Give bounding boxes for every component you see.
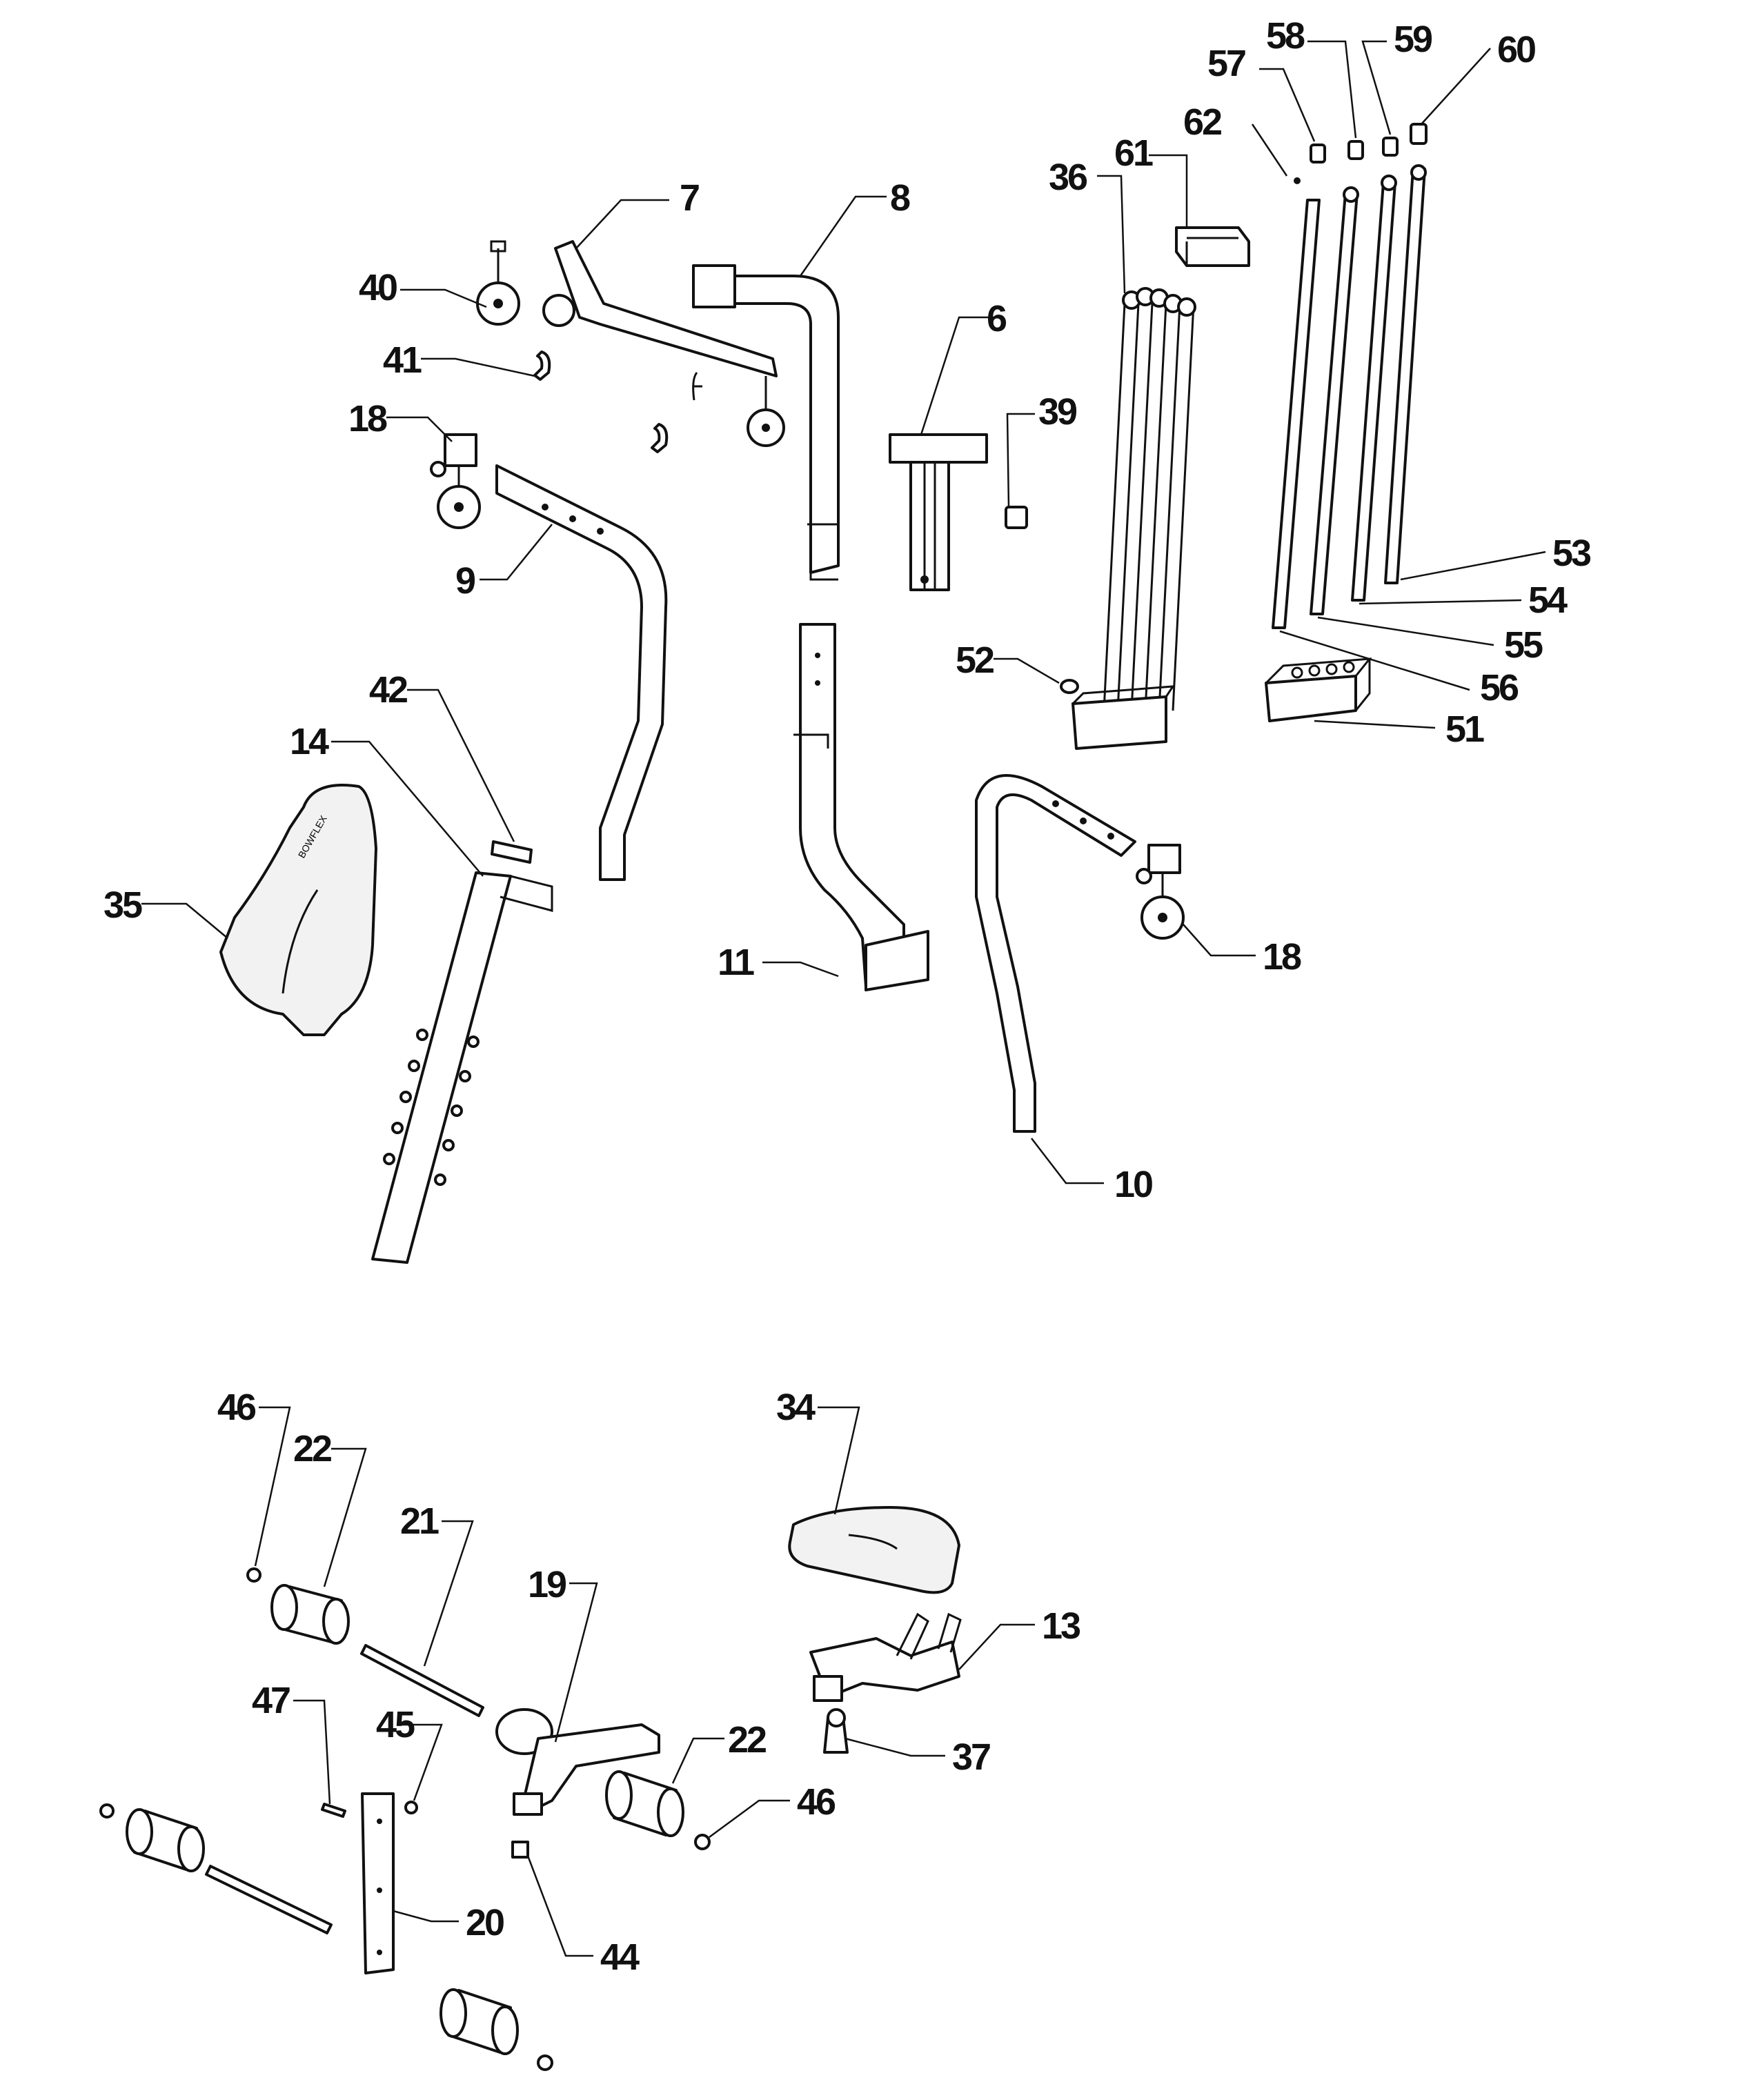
part-40-pulley [476, 240, 520, 326]
part-44-square-nut [511, 1841, 529, 1859]
callout-45: 45 [376, 1704, 415, 1745]
callout-35: 35 [103, 884, 142, 926]
lower-left-roller [99, 1803, 333, 1934]
part-58-fitting [1347, 140, 1364, 160]
part-8-upright [692, 264, 840, 581]
part-6-t-bracket [889, 433, 988, 591]
callout-55: 55 [1504, 624, 1543, 666]
callout-52: 52 [956, 640, 994, 681]
callout-62: 62 [1183, 101, 1221, 143]
callout-60: 60 [1497, 29, 1535, 70]
callout-21: 21 [400, 1500, 439, 1542]
callout-34: 34 [776, 1387, 816, 1428]
callout-9: 9 [455, 560, 475, 602]
callout-22-lower: 22 [728, 1719, 766, 1761]
part-14-ladder-post [371, 871, 553, 1264]
part-53-rod [1384, 164, 1427, 584]
callout-6: 6 [987, 298, 1007, 339]
callout-11: 11 [718, 942, 754, 983]
part-13-seat-bracket [809, 1612, 962, 1702]
part-61-sleeve [1175, 226, 1250, 267]
callout-42: 42 [369, 669, 407, 711]
callout-51: 51 [1445, 709, 1484, 750]
callout-40: 40 [359, 267, 397, 308]
callout-7: 7 [680, 177, 699, 219]
lower-roller [440, 1988, 553, 2071]
callout-8: 8 [890, 177, 910, 219]
callout-14: 14 [290, 721, 329, 762]
part-7-top-arm [542, 240, 785, 447]
part-34-seat [788, 1506, 960, 1594]
part-46-cap-lower [694, 1834, 711, 1850]
part-55-rod [1310, 186, 1359, 615]
part-39-cap [1005, 506, 1028, 529]
callout-58: 58 [1266, 15, 1305, 57]
callout-54: 54 [1528, 580, 1568, 621]
part-41-hook [533, 350, 669, 453]
callout-47: 47 [252, 1680, 290, 1721]
callout-59: 59 [1394, 19, 1432, 60]
callout-61: 61 [1114, 132, 1153, 174]
callout-19: 19 [528, 1564, 566, 1605]
part-60-fitting [1410, 123, 1428, 145]
callout-labels: 7 8 6 36 61 62 57 58 59 60 40 41 18 39 9… [103, 15, 1593, 1978]
part-62-pin [1294, 177, 1301, 184]
part-54-rod [1351, 175, 1397, 602]
callout-56: 56 [1480, 667, 1519, 709]
part-21-rod [360, 1644, 484, 1717]
part-18-pulley-upper [430, 433, 481, 529]
callout-36: 36 [1049, 157, 1087, 198]
part-36-rod-bundle [1071, 287, 1196, 750]
callout-10: 10 [1114, 1164, 1152, 1205]
part-46-cap-upper [246, 1567, 261, 1583]
part-45-nut [404, 1801, 418, 1814]
callout-53: 53 [1552, 533, 1591, 574]
part-19-leg-lever [495, 1708, 660, 1816]
callout-46-lower: 46 [797, 1781, 836, 1823]
part-52-cap [1060, 679, 1079, 694]
part-57-fitting [1310, 143, 1326, 164]
part-37-knob [823, 1708, 849, 1754]
callout-13: 13 [1042, 1605, 1080, 1647]
part-10-curved-leg [975, 774, 1136, 1133]
callout-18-lower: 18 [1263, 936, 1301, 978]
callout-39: 39 [1038, 391, 1077, 433]
part-20-leg-post [361, 1792, 395, 1974]
part-56-rod [1272, 199, 1321, 629]
part-18-pulley-lower [1136, 844, 1185, 940]
callout-46-upper: 46 [217, 1387, 256, 1428]
callout-37: 37 [952, 1736, 990, 1778]
part-9-curved-leg [495, 464, 668, 881]
part-47-bolt [321, 1803, 346, 1818]
part-35-backrest: BOWFLEX [219, 784, 377, 1036]
leader-lines [141, 40, 1546, 1957]
part-22-roller-lower [605, 1770, 684, 1837]
callout-22-upper: 22 [293, 1428, 331, 1469]
callout-20: 20 [466, 1902, 504, 1943]
callout-18-upper: 18 [348, 398, 387, 439]
callout-41: 41 [383, 339, 422, 381]
callout-57: 57 [1207, 43, 1245, 84]
part-11-frame-post [793, 623, 929, 991]
callout-44: 44 [600, 1936, 640, 1978]
part-51-rod-base [1265, 657, 1372, 722]
part-42-pad [491, 840, 533, 864]
part-22-roller-upper [270, 1584, 350, 1645]
part-59-fitting [1382, 137, 1399, 157]
